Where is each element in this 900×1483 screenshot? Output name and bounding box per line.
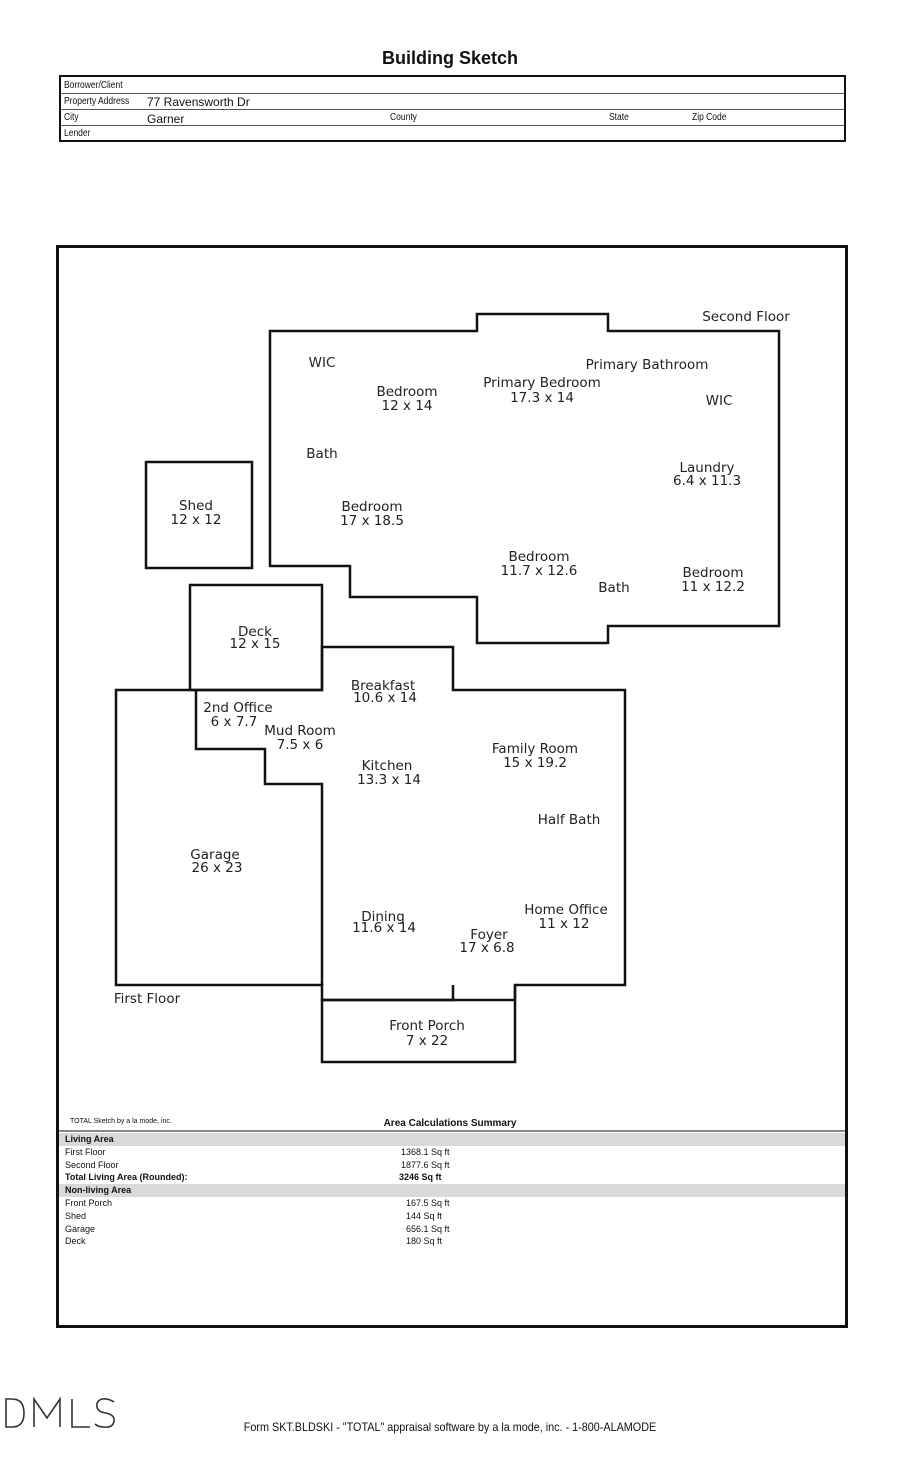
city-label: City — [64, 112, 79, 123]
kitchen-dim: 13.3 x 14 — [357, 772, 421, 788]
dining-dim: 11.6 x 14 — [352, 920, 416, 936]
porch-area-label: Front Porch — [65, 1197, 113, 1208]
state-label: State — [609, 112, 629, 123]
foyer-dim: 17 x 6.8 — [459, 940, 514, 956]
zip-label: Zip Code — [692, 112, 727, 123]
city-value: Garner — [147, 112, 185, 126]
mud-room-dim: 7.5 x 6 — [277, 737, 324, 753]
bedroom-3-name: Bedroom — [508, 549, 569, 565]
second-floor-outline — [268, 312, 781, 645]
porch-area-value: 167.5 Sq ft — [406, 1197, 450, 1208]
dining-name: Dining — [361, 909, 405, 925]
software-credit: TOTAL Sketch by a la mode, inc. — [70, 1118, 172, 1125]
second-office-dim: 6 x 7.7 — [211, 714, 258, 730]
total-living-area-label: Total Living Area (Rounded): — [65, 1172, 188, 1183]
summary-row: Front Porch 167.5 Sq ft — [59, 1197, 845, 1210]
bedroom-1-name: Bedroom — [376, 384, 437, 400]
sketch-frame — [56, 245, 848, 1328]
room-labels: Second Floor WIC Bedroom 12 x 14 Primary… — [114, 309, 790, 1049]
bedroom-4-name: Bedroom — [682, 565, 743, 581]
primary-bedroom-name: Primary Bedroom — [483, 375, 601, 391]
summary-row: Deck 180 Sq ft — [59, 1235, 845, 1248]
wic-label-2: WIC — [706, 393, 733, 409]
lender-row: Lender — [61, 125, 844, 141]
form-footer: Form SKT.BLDSKI - "TOTAL" appraisal soft… — [243, 1420, 657, 1434]
wic-label-1: WIC — [309, 355, 336, 371]
shed-area-value: 144 Sq ft — [406, 1210, 443, 1221]
page-title: Building Sketch — [381, 48, 518, 68]
non-living-area-label: Non-living Area — [65, 1185, 132, 1196]
breakfast-dim: 10.6 x 14 — [353, 690, 417, 706]
garage-area-label: Garage — [65, 1223, 96, 1234]
non-living-area-header: Non-living Area — [59, 1184, 845, 1197]
bath-label-2: Bath — [598, 580, 629, 596]
total-living-area-value: 3246 Sq ft — [399, 1172, 442, 1183]
home-office-dim: 11 x 12 — [539, 916, 590, 932]
address-row: Property Address 77 Ravensworth Dr — [61, 93, 844, 110]
summary-row: Shed 144 Sq ft — [59, 1210, 845, 1223]
second-office-name: 2nd Office — [203, 700, 272, 716]
property-header-table: Borrower/Client Property Address 77 Rave… — [59, 75, 846, 142]
summary-row: Second Floor 1877.6 Sq ft — [59, 1159, 845, 1172]
family-room-dim: 15 x 19.2 — [503, 755, 567, 771]
primary-bedroom-dim: 17.3 x 14 — [510, 390, 574, 406]
bedroom-4-dim: 11 x 12.2 — [681, 579, 745, 595]
porch-outline — [320, 985, 517, 1064]
shed-outline — [144, 460, 254, 570]
bedroom-2-dim: 17 x 18.5 — [340, 513, 404, 529]
summary-row: Garage 656.1 Sq ft — [59, 1223, 845, 1236]
first-floor-label: First Floor — [114, 991, 181, 1007]
lender-label: Lender — [64, 128, 91, 139]
mud-room-name: Mud Room — [264, 723, 336, 739]
half-bath-label: Half Bath — [538, 812, 601, 828]
living-area-label: Living Area — [65, 1134, 114, 1144]
primary-bathroom-label: Primary Bathroom — [586, 357, 709, 373]
borrower-label: Borrower/Client — [64, 80, 123, 91]
shed-name: Shed — [179, 498, 213, 514]
shed-area-label: Shed — [65, 1210, 87, 1221]
floor-plan-outlines — [114, 312, 781, 1064]
kitchen-name: Kitchen — [362, 758, 413, 774]
second-floor-label: Second Floor — [702, 309, 790, 325]
living-area-header: Living Area — [59, 1133, 845, 1146]
laundry-dim: 6.4 x 11.3 — [673, 473, 741, 489]
bath-label-1: Bath — [306, 446, 337, 462]
second-floor-area-value: 1877.6 Sq ft — [401, 1159, 450, 1170]
address-label: Property Address — [64, 96, 130, 107]
summary-row: First Floor 1368.1 Sq ft — [59, 1146, 845, 1159]
foyer-name: Foyer — [470, 927, 508, 943]
area-summary-table: Living Area First Floor 1368.1 Sq ft Sec… — [59, 1133, 845, 1248]
garage-area-value: 656.1 Sq ft — [406, 1223, 450, 1234]
first-floor-area-value: 1368.1 Sq ft — [401, 1146, 450, 1157]
deck-area-label: Deck — [65, 1236, 86, 1247]
front-porch-name: Front Porch — [389, 1018, 465, 1034]
garage-name: Garage — [190, 847, 239, 863]
mudroom-wall — [194, 690, 324, 985]
breakfast-name: Breakfast — [351, 678, 415, 694]
deck-area-value: 180 Sq ft — [406, 1236, 443, 1247]
area-summary-title: Area Calculations Summary — [383, 1118, 517, 1129]
front-porch-dim: 7 x 22 — [406, 1033, 448, 1049]
city-row: City Garner County State Zip Code — [61, 109, 844, 126]
shed-dim: 12 x 12 — [171, 512, 222, 528]
bedroom-2-name: Bedroom — [341, 499, 402, 515]
first-floor-area-label: First Floor — [65, 1146, 106, 1157]
borrower-row: Borrower/Client — [61, 77, 844, 94]
county-label: County — [390, 112, 417, 123]
laundry-name: Laundry — [679, 460, 734, 476]
family-room-name: Family Room — [492, 741, 578, 757]
garage-dim: 26 x 23 — [192, 860, 243, 876]
bedroom-3-dim: 11.7 x 12.6 — [501, 563, 578, 579]
address-value: 77 Ravensworth Dr — [147, 95, 250, 109]
deck-dim: 12 x 15 — [230, 636, 281, 652]
bedroom-1-dim: 12 x 14 — [382, 398, 433, 414]
second-floor-area-label: Second Floor — [65, 1159, 119, 1170]
home-office-name: Home Office — [524, 902, 608, 918]
summary-row-total: Total Living Area (Rounded): 3246 Sq ft — [59, 1171, 845, 1184]
dmls-logo — [5, 1396, 115, 1428]
deck-name: Deck — [238, 624, 272, 640]
